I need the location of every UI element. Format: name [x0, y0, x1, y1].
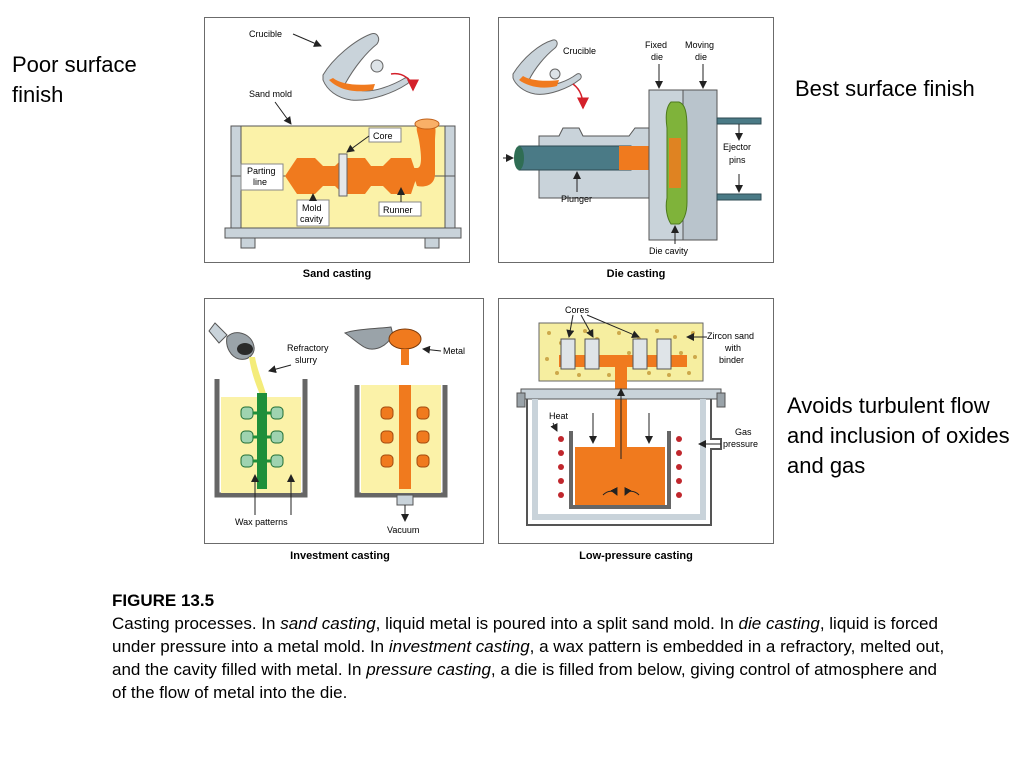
caption-term-pressure-casting: pressure casting	[366, 660, 491, 679]
label-plunger: Plunger	[561, 194, 592, 204]
crucible-icon	[512, 39, 582, 95]
caption-text-5: , a die is filled from below, giving con…	[112, 660, 937, 702]
note-best-surface-finish: Best surface finish	[795, 76, 975, 101]
label-fixed-die-2: die	[651, 52, 663, 62]
die-casting-caption: Die casting	[606, 268, 666, 280]
wax-tree	[257, 393, 267, 489]
label-moving-die-1: Moving	[685, 40, 714, 50]
ejector-pin-top	[716, 117, 762, 125]
investment-casting-panel: Refractory slurry Metal Wax patterns Vac…	[204, 298, 484, 544]
note-avoids-turbulent-flow: Avoids turbulent flow and inclusion of o…	[787, 393, 1010, 478]
label-vacuum: Vacuum	[387, 525, 419, 535]
sand-casting-caption: Sand casting	[302, 268, 372, 280]
label-parting-line-1: Parting	[247, 166, 276, 176]
label-fixed-die-1: Fixed	[645, 40, 667, 50]
label-mold-cavity-1: Mold	[302, 203, 322, 213]
note-poor-surface-finish: Poor surface finish	[12, 52, 137, 107]
label-mold-cavity-2: cavity	[300, 214, 324, 224]
cores	[560, 338, 672, 370]
label-die-cavity: Die cavity	[649, 246, 689, 256]
label-refractory-slurry-2: slurry	[295, 355, 317, 365]
label-crucible: Crucible	[563, 46, 596, 56]
label-zircon-sand-2: with	[724, 343, 741, 353]
die-casting-diagram: Crucible Fixed die Moving die Ejector pi…	[503, 39, 762, 256]
label-runner: Runner	[383, 205, 413, 215]
label-zircon-sand-1: Zircon sand	[707, 331, 754, 341]
label-zircon-sand-3: binder	[719, 355, 744, 365]
caption-text-2: , liquid metal is poured into a split sa…	[375, 614, 739, 633]
molten-metal	[575, 447, 665, 505]
figure-caption: FIGURE 13.5 Casting processes. In sand c…	[112, 589, 952, 704]
low-pressure-casting-panel: Cores Zircon sand with binder Heat Gas p…	[498, 298, 774, 544]
metal-tree	[399, 385, 411, 489]
caption-text-3: , liquid is forced under pressure into a…	[112, 614, 938, 656]
die-casting-panel: Crucible Fixed die Moving die Ejector pi…	[498, 17, 774, 263]
pour-arrow-icon	[572, 83, 589, 110]
molten-metal	[388, 328, 422, 350]
label-gas-pressure-2: pressure	[723, 439, 758, 449]
runner	[411, 124, 436, 187]
slurry-stream	[249, 357, 267, 397]
figure-description: Casting processes. In sand casting, liqu…	[112, 612, 952, 704]
investment-casting-caption: Investment casting	[290, 550, 390, 562]
label-moving-die-2: die	[695, 52, 707, 62]
label-ejector-pins-1: Ejector	[723, 142, 751, 152]
sand-casting-panel: Crucible Sand mold Core Parting line Mol…	[204, 17, 470, 263]
caption-text-4: , a wax pattern is embedded in a refract…	[112, 637, 945, 679]
label-wax-patterns: Wax patterns	[235, 517, 288, 527]
pour-arrow-icon	[390, 72, 419, 92]
label-sand-mold: Sand mold	[249, 89, 292, 99]
label-cores: Cores	[565, 305, 590, 315]
sand-casting-diagram: Crucible Sand mold Core Parting line Mol…	[224, 29, 462, 249]
label-refractory-slurry-1: Refractory	[287, 343, 329, 353]
core	[338, 153, 348, 197]
caption-term-die-casting: die casting	[738, 614, 820, 633]
pressure-vessel	[526, 399, 722, 526]
caption-text-1: Casting processes. In	[112, 614, 281, 633]
moving-die	[682, 89, 718, 241]
label-core: Core	[373, 131, 393, 141]
label-heat: Heat	[549, 411, 569, 421]
label-metal: Metal	[443, 346, 465, 356]
label-parting-line-2: line	[253, 177, 267, 187]
slurry-tank	[214, 379, 308, 498]
crucible-icon	[322, 33, 410, 101]
caption-term-sand-casting: sand casting	[280, 614, 376, 633]
label-crucible: Crucible	[249, 29, 282, 39]
low-pressure-casting-diagram: Cores Zircon sand with binder Heat Gas p…	[516, 305, 758, 526]
heater-coils	[558, 436, 682, 498]
low-pressure-casting-caption: Low-pressure casting	[579, 550, 693, 562]
holding-crucible	[569, 431, 671, 509]
figure-title: FIGURE 13.5	[112, 591, 215, 610]
caption-term-investment-casting: investment casting	[388, 637, 530, 656]
slurry-ladle-icon	[208, 322, 255, 360]
metal-crucible-icon	[343, 326, 394, 350]
ejector-pin-bottom	[716, 193, 762, 201]
investment-casting-diagram: Refractory slurry Metal Wax patterns Vac…	[208, 322, 465, 535]
label-gas-pressure-1: Gas	[735, 427, 752, 437]
plunger	[518, 145, 632, 171]
mold-cavity	[285, 158, 417, 194]
label-ejector-pins-2: pins	[729, 155, 746, 165]
